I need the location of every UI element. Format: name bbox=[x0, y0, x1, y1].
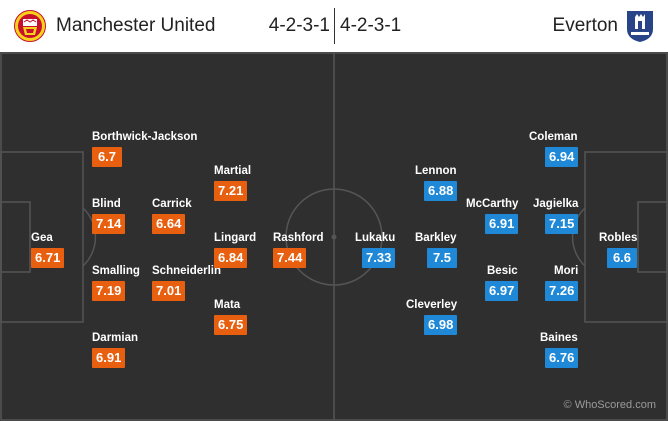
match-header: Manchester United 4-2-3-1 4-2-3-1 Everto… bbox=[0, 0, 668, 52]
player-name: Lennon bbox=[415, 165, 457, 177]
player-rating: 6.91 bbox=[485, 214, 519, 234]
player-rating: 7.19 bbox=[92, 281, 126, 301]
home-team-name: Manchester United bbox=[56, 15, 216, 36]
player-name: Besic bbox=[487, 265, 518, 277]
player-rating: 6.6 bbox=[607, 248, 637, 268]
player-name: Lukaku bbox=[355, 232, 396, 244]
player-name: Mata bbox=[214, 299, 241, 311]
player-name: Smalling bbox=[92, 265, 140, 277]
player-rating: 7.01 bbox=[152, 281, 186, 301]
away-formation: 4-2-3-1 bbox=[340, 15, 402, 36]
player-name: Cleverley bbox=[406, 299, 458, 311]
player-name: Jagielka bbox=[533, 198, 579, 210]
player-rating: 6.94 bbox=[545, 147, 579, 167]
player-rating: 6.98 bbox=[424, 315, 458, 335]
player-name: Schneiderlin bbox=[152, 265, 222, 277]
player-rating: 7.26 bbox=[545, 281, 579, 301]
player-rating: 6.71 bbox=[31, 248, 65, 268]
manchester-united-crest-icon bbox=[14, 10, 46, 42]
player-rating: 6.7 bbox=[92, 147, 122, 167]
player-rating: 7.5 bbox=[427, 248, 457, 268]
player-name: Baines bbox=[540, 332, 578, 344]
everton-crest-icon bbox=[627, 11, 653, 42]
player-name: Lingard bbox=[214, 232, 257, 244]
player-name: Gea bbox=[31, 232, 53, 244]
player-rating: 7.21 bbox=[214, 181, 248, 201]
player-rating: 6.91 bbox=[92, 348, 126, 368]
player-rating: 7.33 bbox=[362, 248, 396, 268]
player-name: Darmian bbox=[92, 332, 139, 344]
player-name: Robles bbox=[599, 232, 638, 244]
player-rating: 6.64 bbox=[152, 214, 186, 234]
player-rating: 6.76 bbox=[545, 348, 579, 368]
player-rating: 7.15 bbox=[545, 214, 579, 234]
player-name: Rashford bbox=[273, 232, 324, 244]
player-rating: 6.75 bbox=[214, 315, 248, 335]
player-name: Borthwick-Jackson bbox=[92, 131, 198, 143]
player-rating: 6.84 bbox=[214, 248, 248, 268]
player-name: Carrick bbox=[152, 198, 192, 210]
player-name: Blind bbox=[92, 198, 121, 210]
pitch-markings bbox=[0, 52, 668, 421]
formation-divider bbox=[334, 8, 335, 44]
player-name: McCarthy bbox=[466, 198, 519, 210]
whoscored-watermark: © WhoScored.com bbox=[563, 399, 656, 411]
player-rating: 7.44 bbox=[273, 248, 307, 268]
player-rating: 6.88 bbox=[424, 181, 458, 201]
home-formation: 4-2-3-1 bbox=[268, 15, 330, 36]
away-team-name: Everton bbox=[552, 15, 618, 36]
player-name: Mori bbox=[554, 265, 579, 277]
player-name: Barkley bbox=[415, 232, 457, 244]
player-name: Martial bbox=[214, 165, 252, 177]
player-rating: 6.97 bbox=[485, 281, 519, 301]
player-name: Coleman bbox=[529, 131, 578, 143]
player-rating: 7.14 bbox=[92, 214, 126, 234]
